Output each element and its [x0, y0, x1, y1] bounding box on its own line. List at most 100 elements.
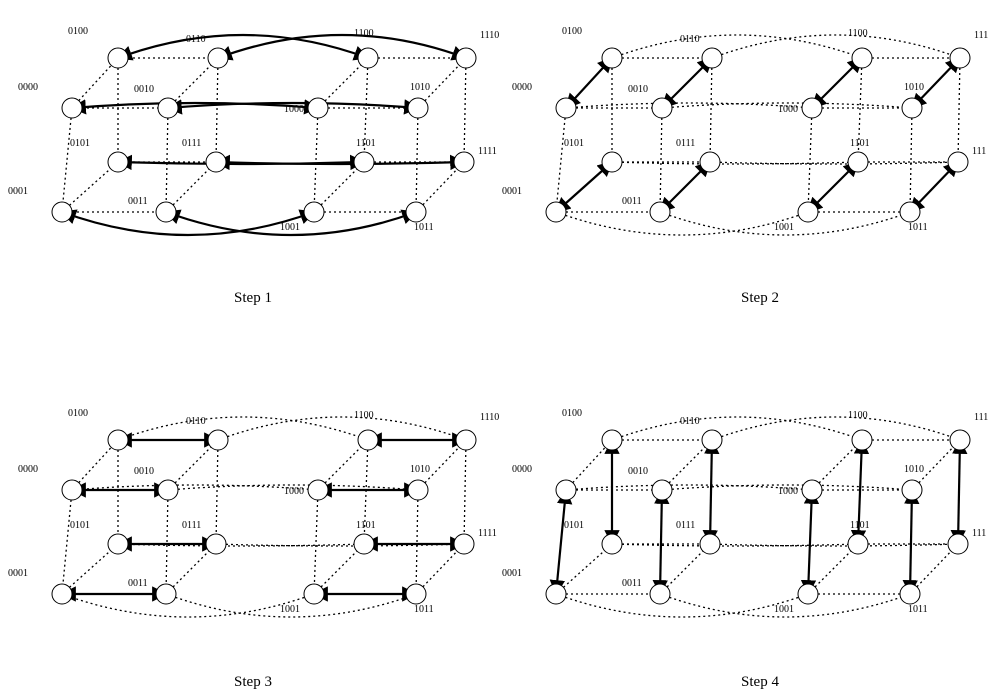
node-1110	[949, 47, 971, 69]
link-1110-1111	[463, 57, 467, 163]
node-0011	[155, 201, 177, 223]
link-0010-1010	[661, 484, 913, 491]
node-label-0011: 0011	[128, 196, 148, 207]
node-1011	[405, 583, 427, 605]
node-1100	[357, 429, 379, 451]
link-0000-0001	[61, 107, 73, 213]
node-label-1010: 1010	[904, 464, 924, 475]
node-0110	[207, 47, 229, 69]
link-1000-1100	[317, 57, 369, 109]
node-1000	[307, 479, 329, 501]
panel-step-4: 0000000100100011010001010110011110001001…	[502, 408, 988, 690]
node-0100	[107, 47, 129, 69]
node-label-0110: 0110	[186, 34, 206, 45]
node-label-1101: 1101	[356, 520, 376, 531]
node-1000	[801, 479, 823, 501]
link-1010-1110	[911, 439, 961, 491]
node-label-1111: 1111	[478, 528, 497, 539]
node-0010	[157, 97, 179, 119]
exchange-arrow-0010-0011	[652, 488, 670, 596]
node-label-1011: 1011	[908, 604, 928, 615]
link-1010-1011	[415, 107, 419, 213]
node-label-1100: 1100	[354, 28, 374, 39]
link-1010-1011	[415, 489, 419, 595]
link-1000-1100	[811, 439, 863, 491]
node-1001	[797, 583, 819, 605]
node-label-0000: 0000	[18, 82, 38, 93]
node-1010	[407, 97, 429, 119]
node-label-1100: 1100	[354, 410, 374, 421]
node-label-1001: 1001	[280, 222, 300, 233]
link-1001-1101	[313, 543, 365, 595]
node-label-0110: 0110	[186, 416, 206, 427]
node-1101	[847, 533, 869, 555]
exchange-arrow-0010-1010	[166, 99, 420, 115]
link-0111-1111	[709, 161, 959, 165]
panel-step-3: 0000000100100011010001010110011110001001…	[8, 408, 499, 690]
link-0111-1111	[215, 543, 465, 547]
node-label-0011: 0011	[128, 578, 148, 589]
node-label-0000: 0000	[18, 464, 38, 475]
step-caption: Step 2	[741, 290, 779, 306]
node-1000	[801, 97, 823, 119]
node-label-1111: 111	[972, 146, 986, 157]
link-0000-1000	[565, 484, 813, 491]
link-0101-1101	[611, 543, 859, 547]
step-caption: Step 1	[234, 290, 272, 306]
node-label-0111: 0111	[182, 520, 201, 531]
link-0010-0110	[167, 57, 219, 109]
node-label-1011: 1011	[908, 222, 928, 233]
node-label-1111: 111	[972, 528, 986, 539]
exchange-arrow-1110-1111	[950, 438, 968, 546]
node-0001	[51, 583, 73, 605]
link-1110-1111	[463, 439, 467, 545]
node-label-1010: 1010	[410, 82, 430, 93]
node-label-0010: 0010	[134, 466, 154, 477]
node-0111	[205, 151, 227, 173]
node-label-0111: 0111	[182, 138, 201, 149]
link-0010-0011	[165, 489, 169, 595]
node-label-0011: 0011	[622, 578, 642, 589]
exchange-arrow-0111-1111	[214, 154, 466, 171]
link-0001-1001	[555, 593, 809, 618]
node-label-0000: 0000	[512, 82, 532, 93]
link-0011-0111	[165, 161, 217, 213]
exchange-arrow-0010-0110	[660, 56, 714, 110]
node-label-0100: 0100	[68, 26, 88, 37]
node-1001	[303, 201, 325, 223]
node-label-1000: 1000	[778, 104, 798, 115]
link-0100-1100	[117, 416, 369, 441]
link-0000-0001	[61, 489, 73, 595]
link-0000-0100	[71, 57, 119, 109]
link-0110-1110	[711, 416, 961, 441]
link-0000-0100	[71, 439, 119, 491]
link-0001-0101	[555, 543, 613, 595]
panel-step-2: 0000000100100011010001010110011110001001…	[502, 26, 988, 306]
node-label-0100: 0100	[562, 408, 582, 419]
node-0000	[61, 479, 83, 501]
node-0010	[157, 479, 179, 501]
exchange-arrow-0011-0111	[658, 160, 712, 214]
node-label-1111: 1111	[478, 146, 497, 157]
link-1001-1101	[313, 161, 365, 213]
exchange-arrow-1010-1110	[910, 56, 962, 110]
link-0001-1001	[555, 211, 809, 236]
node-1111	[947, 533, 969, 555]
link-1011-1111	[415, 543, 465, 595]
exchange-arrow-1011-1111	[908, 160, 960, 214]
link-1000-1001	[313, 489, 319, 595]
node-label-1001: 1001	[774, 604, 794, 615]
node-label-1110: 1110	[480, 412, 499, 423]
node-label-1000: 1000	[778, 486, 798, 497]
link-0000-0001	[555, 107, 567, 213]
node-label-0010: 0010	[628, 84, 648, 95]
node-0110	[207, 429, 229, 451]
node-1110	[949, 429, 971, 451]
node-0111	[205, 533, 227, 555]
node-label-1001: 1001	[280, 604, 300, 615]
node-1011	[899, 583, 921, 605]
node-label-0001: 0001	[8, 568, 28, 579]
node-0101	[107, 151, 129, 173]
node-label-1101: 1101	[850, 520, 870, 531]
link-1110-1111	[957, 57, 961, 163]
